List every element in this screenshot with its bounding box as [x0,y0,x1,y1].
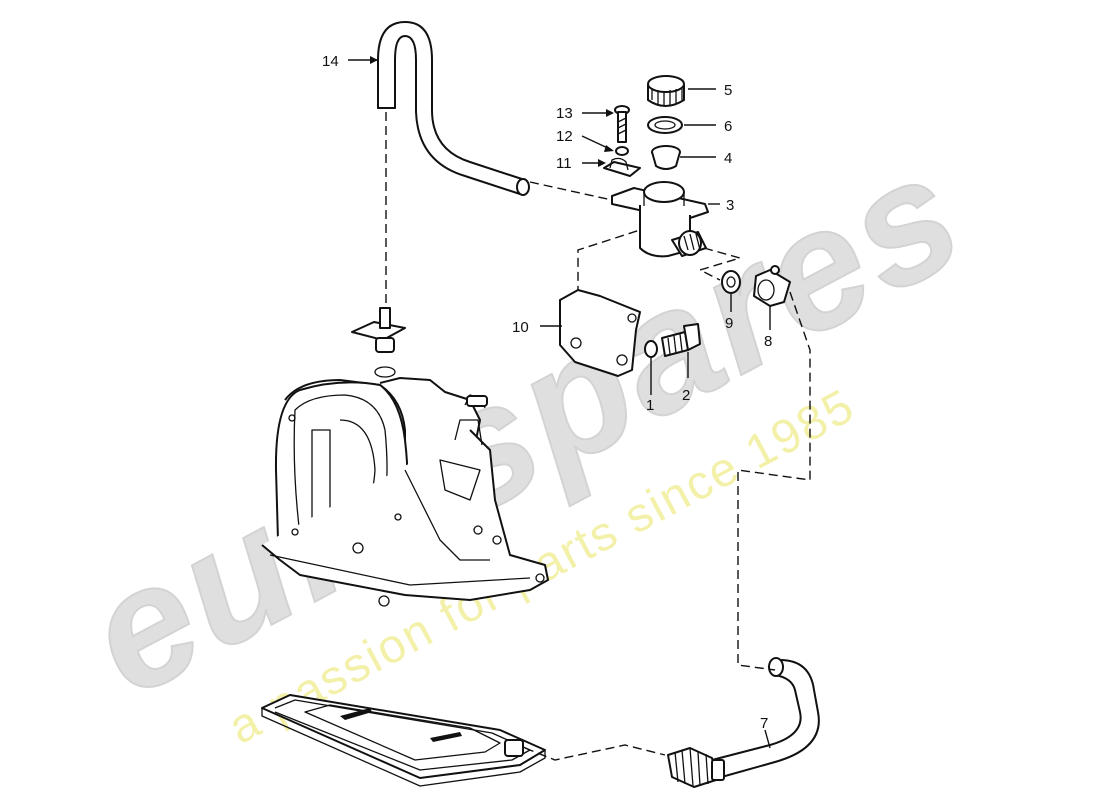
callout-2: 2 [682,387,690,404]
dashed-connector-fitting-pipe [737,291,811,671]
part-14-hose [377,21,530,196]
part-8-union-nut [753,265,791,307]
callout-1: 1 [646,397,654,414]
dashed-connector-reservoir-fitting [698,247,743,281]
part-9-sealing-ring [721,270,741,294]
part-13-bolt [614,105,630,143]
part-4-neck [651,145,681,170]
oil-pan [261,694,546,787]
callout-7: 7 [760,715,768,732]
callout-6: 6 [724,118,732,135]
callout-9: 9 [725,315,733,332]
callout-3: 3 [726,197,734,214]
callout-8: 8 [764,333,772,350]
part-2-bolt [661,323,701,357]
callout-13: 13 [556,105,573,122]
dashed-connector-hose-bracket [529,181,613,201]
part-11-clamp [603,157,641,177]
dashed-connector-oil-line [524,744,666,761]
part-7-pipe [667,657,820,788]
callout-11: 11 [556,155,572,172]
leader-lines [348,56,771,749]
part-1-spring-washer [644,340,658,358]
part-12-washer [615,146,629,156]
callout-10: 10 [512,319,529,336]
callout-5: 5 [724,82,732,99]
hose-nipple-fitting [351,307,406,378]
part-3-reservoir [611,181,709,258]
dashed-connector-reservoir-bracket [577,205,641,290]
part-10-bracket [559,289,641,377]
transmission-housing [261,377,549,607]
watermark: eurospares a passion for parts since 198… [57,115,993,755]
callout-labels: 14 13 12 11 5 6 4 3 10 1 2 9 8 7 [322,53,772,732]
part-5-cap [647,75,685,107]
callout-4: 4 [724,150,732,167]
callout-12: 12 [556,128,573,145]
callout-14: 14 [322,53,339,70]
part-6-seal [647,116,683,134]
